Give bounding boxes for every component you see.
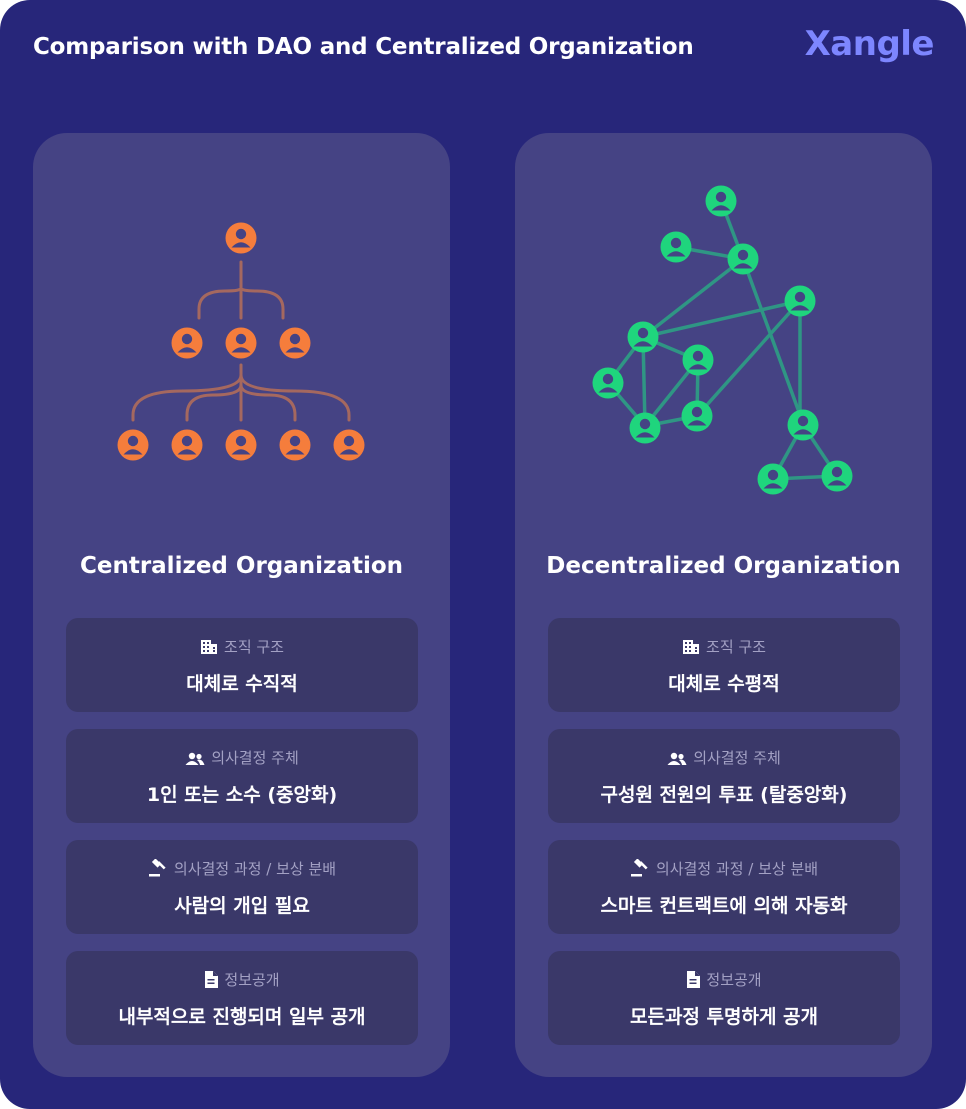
gavel-icon	[630, 859, 648, 877]
person-icon	[225, 327, 257, 359]
page-title: Comparison with DAO and Centralized Orga…	[33, 34, 694, 60]
card-value: 사람의 개입 필요	[174, 895, 310, 917]
person-icon	[171, 429, 203, 461]
person-icon	[279, 327, 311, 359]
person-icon	[821, 460, 853, 492]
info-card-process: 의사결정 과정 / 보상 분배 스마트 컨트랙트에 의해 자동화	[548, 840, 900, 934]
card-label-text: 조직 구조	[706, 638, 766, 656]
centralized-title: Centralized Organization	[79, 553, 404, 579]
person-icon	[629, 412, 661, 444]
info-card-structure: 조직 구조 대체로 수직적	[66, 618, 418, 712]
card-value: 내부적으로 진행되며 일부 공개	[118, 1006, 366, 1028]
person-icon	[627, 321, 659, 353]
card-value: 대체로 수평적	[668, 673, 780, 695]
card-label-text: 의사결정 과정 / 보상 분배	[655, 860, 819, 878]
person-icon	[117, 429, 149, 461]
info-card-structure: 조직 구조 대체로 수평적	[548, 618, 900, 712]
person-icon	[171, 327, 203, 359]
hierarchy-diagram	[117, 222, 365, 461]
card-value: 모든과정 투명하게 공개	[629, 1006, 819, 1028]
info-card-decision-maker: 의사결정 주체 구성원 전원의 투표 (탈중앙화)	[548, 729, 900, 823]
decentralized-title: Decentralized Organization	[546, 553, 901, 579]
people-icon	[667, 752, 687, 765]
building-icon	[201, 640, 218, 654]
decentralized-panel: Decentralized Organization 조직 구조 대체로 수평적…	[515, 133, 932, 1077]
card-value: 1인 또는 소수 (중앙화)	[146, 784, 338, 806]
people-icon	[185, 752, 205, 765]
card-value: 스마트 컨트랙트에 의해 자동화	[600, 895, 848, 917]
card-label-text: 의사결정 과정 / 보상 분배	[173, 860, 337, 878]
gavel-icon	[148, 859, 166, 877]
person-icon	[592, 367, 624, 399]
person-icon	[279, 429, 311, 461]
info-card-process: 의사결정 과정 / 보상 분배 사람의 개입 필요	[66, 840, 418, 934]
person-icon	[225, 222, 257, 254]
info-card-disclosure: 정보공개 모든과정 투명하게 공개	[548, 951, 900, 1045]
card-value: 대체로 수직적	[186, 673, 298, 695]
card-value: 구성원 전원의 투표 (탈중앙화)	[600, 784, 848, 806]
person-icon	[757, 463, 789, 495]
person-icon	[787, 409, 819, 441]
document-icon	[687, 971, 701, 988]
person-icon	[784, 285, 816, 317]
card-label-text: 정보공개	[706, 971, 762, 989]
card-label-text: 조직 구조	[224, 638, 284, 656]
person-icon	[727, 243, 759, 275]
network-diagram	[592, 185, 853, 495]
info-card-decision-maker: 의사결정 주체 1인 또는 소수 (중앙화)	[66, 729, 418, 823]
xangle-logo: Xangle	[804, 24, 935, 64]
person-icon	[705, 185, 737, 217]
info-card-disclosure: 정보공개 내부적으로 진행되며 일부 공개	[66, 951, 418, 1045]
card-label-text: 의사결정 주체	[211, 749, 299, 767]
building-icon	[683, 640, 700, 654]
person-icon	[681, 400, 713, 432]
document-icon	[205, 971, 219, 988]
centralized-panel: Centralized Organization 조직 구조 대체로 수직적 의…	[33, 133, 450, 1077]
person-icon	[660, 231, 692, 263]
card-label-text: 의사결정 주체	[693, 749, 781, 767]
person-icon	[682, 344, 714, 376]
card-label-text: 정보공개	[224, 971, 280, 989]
person-icon	[333, 429, 365, 461]
person-icon	[225, 429, 257, 461]
